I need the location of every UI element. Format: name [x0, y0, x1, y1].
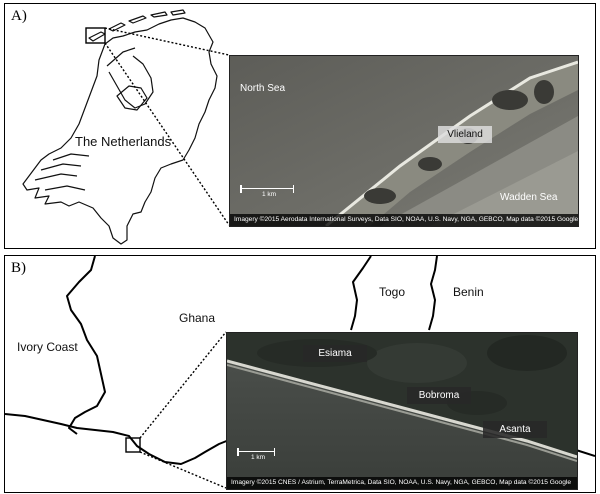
scale-label: 1 km [251, 454, 266, 461]
netherlands-mainland [22, 17, 218, 245]
afsluitdijk [106, 47, 136, 67]
town-label-asanta: Asanta [483, 421, 547, 438]
gulf-of-guinea-coastline [5, 413, 230, 465]
wadden-sea-label: Wadden Sea [500, 192, 558, 203]
ivory-coast-label: Ivory Coast [17, 340, 78, 354]
panel-b-letter: B) [11, 260, 26, 276]
flevoland [116, 85, 148, 111]
locator-box-ghana-coast [125, 437, 141, 453]
togo-label: Togo [379, 285, 406, 299]
ghana-togo-border [350, 256, 372, 331]
scale-bar: 1 km [237, 445, 275, 465]
vlieland-satellite-inset: North Sea Vlieland Wadden Sea 1 km Image… [229, 55, 579, 227]
zeeland-estuary [44, 185, 86, 191]
zeeland-estuary [34, 173, 78, 181]
ghana-coast-satellite-inset: Esiama Bobroma Asanta 1 km Imagery ©2015… [226, 332, 578, 490]
benin-label: Benin [453, 285, 484, 299]
wadden-island [108, 22, 126, 32]
scale-bar: 1 km [240, 182, 294, 202]
beach-line [227, 359, 577, 459]
ivory-coast-ghana-border [66, 256, 106, 435]
locator-box-vlieland [85, 27, 106, 44]
wadden-island [88, 31, 106, 42]
sea-area [227, 361, 577, 489]
town-label-bobroma: Bobroma [407, 387, 471, 404]
netherlands-label: The Netherlands [75, 134, 172, 149]
togo-benin-border [428, 256, 438, 331]
north-sea-label: North Sea [240, 83, 286, 94]
coast-east [575, 449, 595, 457]
ghana-label: Ghana [179, 311, 216, 325]
town-label-esiama: Esiama [303, 345, 367, 362]
imagery-credit: Imagery ©2015 CNES / Astrium, TerraMetri… [227, 477, 577, 489]
panel-a-netherlands-map: A) The Netherlands [4, 3, 596, 249]
panel-a-letter: A) [11, 8, 27, 24]
zeeland-estuary [40, 163, 82, 171]
imagery-credit: Imagery ©2015 Aerodata International Sur… [230, 214, 578, 226]
wadden-island [150, 11, 168, 18]
zeeland-estuary [52, 153, 90, 161]
vlieland-label: Vlieland [438, 126, 492, 143]
scale-label: 1 km [262, 191, 277, 198]
netherlands-outline-map [22, 9, 230, 245]
wadden-island [128, 15, 147, 24]
west-africa-outline-map [5, 256, 595, 489]
ijsselmeer-shore [108, 55, 154, 109]
panel-b-ghana-map: B) Ivory Coast Ghana Togo Benin [4, 255, 596, 493]
wadden-island [170, 9, 186, 16]
